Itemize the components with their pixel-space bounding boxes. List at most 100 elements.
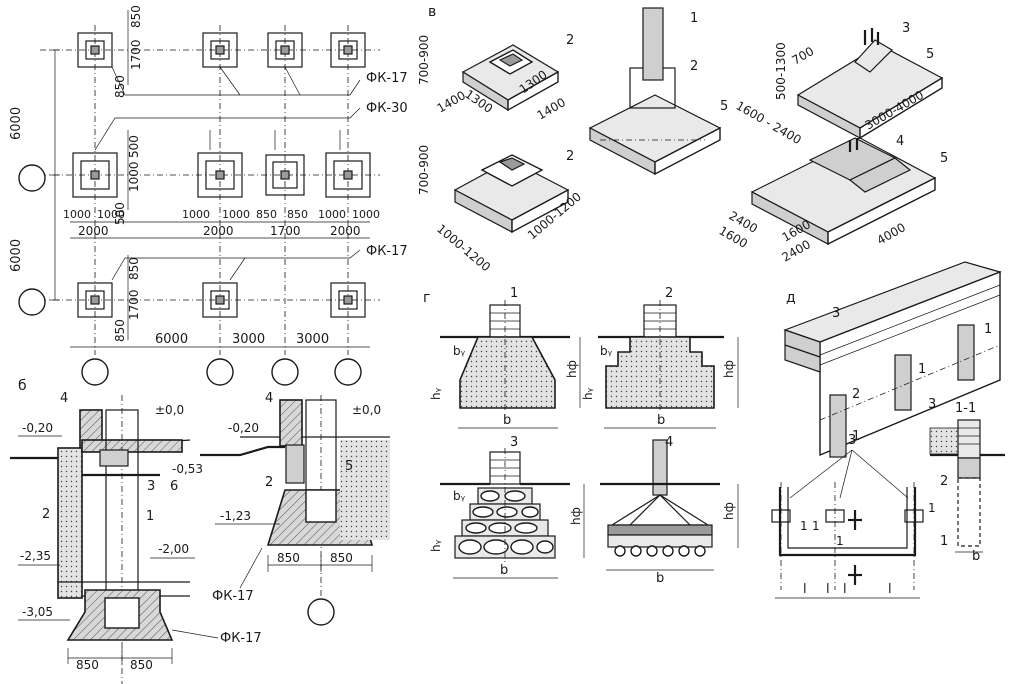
dim-text: 850 <box>130 658 153 672</box>
callout-number: 3 <box>147 479 155 494</box>
callout-number: 3 <box>510 435 518 450</box>
plan-dim-text: 1700 <box>129 39 143 70</box>
footing-row-2 <box>72 152 371 198</box>
callout-number: 5 <box>926 47 934 62</box>
plan-dim-text: 850 <box>113 75 127 98</box>
axis-marker <box>271 358 299 386</box>
dim-text: 700 <box>790 44 817 68</box>
plan-dim-text: 850 <box>256 208 277 221</box>
callout-number: 4 <box>665 435 673 450</box>
plan-dim-text: 1000 <box>63 208 91 221</box>
callout-number: 4 <box>265 391 273 406</box>
axis-marker <box>18 288 46 316</box>
callout-number: 5 <box>720 99 728 114</box>
dim-text: 850 <box>76 658 99 672</box>
symbol-label: hф <box>569 507 583 525</box>
footing-row-3 <box>77 282 366 318</box>
footing-label: ФК-17 <box>212 589 254 604</box>
plan-dim-text: 1000 <box>222 208 250 221</box>
dim-text: 1000-1200 <box>434 222 493 275</box>
callout-number: 4 <box>896 134 904 149</box>
plan-dim-text: 1000 <box>318 208 346 221</box>
callout-number: 1 <box>812 519 820 533</box>
plan-dim-text: 850 <box>113 319 127 342</box>
section-letter: б <box>18 378 27 394</box>
section-label: 1-1 <box>955 401 976 416</box>
callout-number: 3 <box>902 21 910 36</box>
symbol-label: b <box>656 571 664 586</box>
callout-number: 2 <box>940 474 948 489</box>
plan-dim-text: 2000 <box>330 224 361 238</box>
callout-number: 1 <box>690 11 698 26</box>
foundation-plan: 850 1700 850 500 1000 500 850 1700 850 6… <box>9 5 408 386</box>
level-mark: ±0,0 <box>155 403 184 417</box>
callout-number: 3 <box>832 306 840 321</box>
callout-number: 2 <box>566 149 574 164</box>
level-mark: -0,20 <box>22 421 53 435</box>
dim-symbol: b <box>972 549 980 564</box>
dim-text: 500-1300 <box>774 42 788 100</box>
callout-number: 1 <box>984 322 992 337</box>
callout-number: 4 <box>60 391 68 406</box>
dim-text: 850 <box>330 551 353 565</box>
callout-number: 1 <box>928 501 936 515</box>
symbol-label: hф <box>722 360 736 378</box>
callout-number: 5 <box>345 459 353 474</box>
callout-number: 2 <box>566 33 574 48</box>
footing-label: ФК-17 <box>366 71 408 86</box>
plan-dim-text: 850 <box>287 208 308 221</box>
level-mark: ±0,0 <box>352 403 381 417</box>
symbol-label: hᵧ <box>429 387 443 400</box>
symbol-label: bᵧ <box>600 344 613 358</box>
callout-number: 2 <box>690 59 698 74</box>
symbol-label: b <box>503 413 511 428</box>
callout-number: 1 <box>852 429 860 444</box>
callout-number: 1 <box>918 362 926 377</box>
level-mark: -0,20 <box>228 421 259 435</box>
plan-dim-text: 2000 <box>203 224 234 238</box>
callout-number: 6 <box>170 479 178 494</box>
callout-number: 1 <box>510 286 518 301</box>
level-mark: -2,35 <box>20 549 51 563</box>
level-mark: -1,23 <box>220 509 251 523</box>
dim-text: 850 <box>277 551 300 565</box>
span-dim-text: 6000 <box>9 239 24 272</box>
callout-number: 1 <box>836 534 844 548</box>
symbol-label: hф <box>565 360 579 378</box>
plan-dim-text: 500 <box>127 135 141 158</box>
level-mark: -3,05 <box>22 605 53 619</box>
axis-marker <box>307 598 335 626</box>
dim-symbol: l <box>843 582 847 597</box>
footing-label: ФК-17 <box>366 244 408 259</box>
section-d: д 3 1 1 2 1 3 1 1 1 1 <box>771 261 1005 599</box>
axis-marker <box>334 358 362 386</box>
dim-text: 4000 <box>875 220 908 247</box>
level-mark: -0,53 <box>172 462 203 476</box>
dim-symbol: l <box>888 582 892 597</box>
symbol-label: bᵧ <box>453 344 466 358</box>
dim-text: 700-900 <box>417 35 431 85</box>
callout-number: 2 <box>665 286 673 301</box>
symbol-label: hᵧ <box>429 539 443 552</box>
plan-dim-text: 1000 <box>182 208 210 221</box>
axis-marker <box>81 358 109 386</box>
dim-symbol: l <box>803 582 807 597</box>
section-letter: в <box>428 4 436 20</box>
plan-dim-text: 500 <box>113 202 127 225</box>
footing-label: ФК-17 <box>220 631 262 646</box>
section-letter: д <box>786 290 796 306</box>
plan-dim-text: 2000 <box>78 224 109 238</box>
callout-number: 1 <box>146 509 154 524</box>
callout-number: 2 <box>42 507 50 522</box>
plan-dim-text: 6000 <box>155 332 188 347</box>
plan-dim-text: 3000 <box>232 332 265 347</box>
callout-number: 1 <box>800 519 808 533</box>
symbol-label: bᵧ <box>453 489 466 503</box>
plan-dim-text: 1000 <box>97 208 125 221</box>
plan-dim-text: 3000 <box>296 332 329 347</box>
plan-dim-text: 1700 <box>127 289 141 320</box>
dim-text: 1400 <box>435 88 468 115</box>
symbol-label: hᵧ <box>581 387 595 400</box>
symbol-label: b <box>657 413 665 428</box>
